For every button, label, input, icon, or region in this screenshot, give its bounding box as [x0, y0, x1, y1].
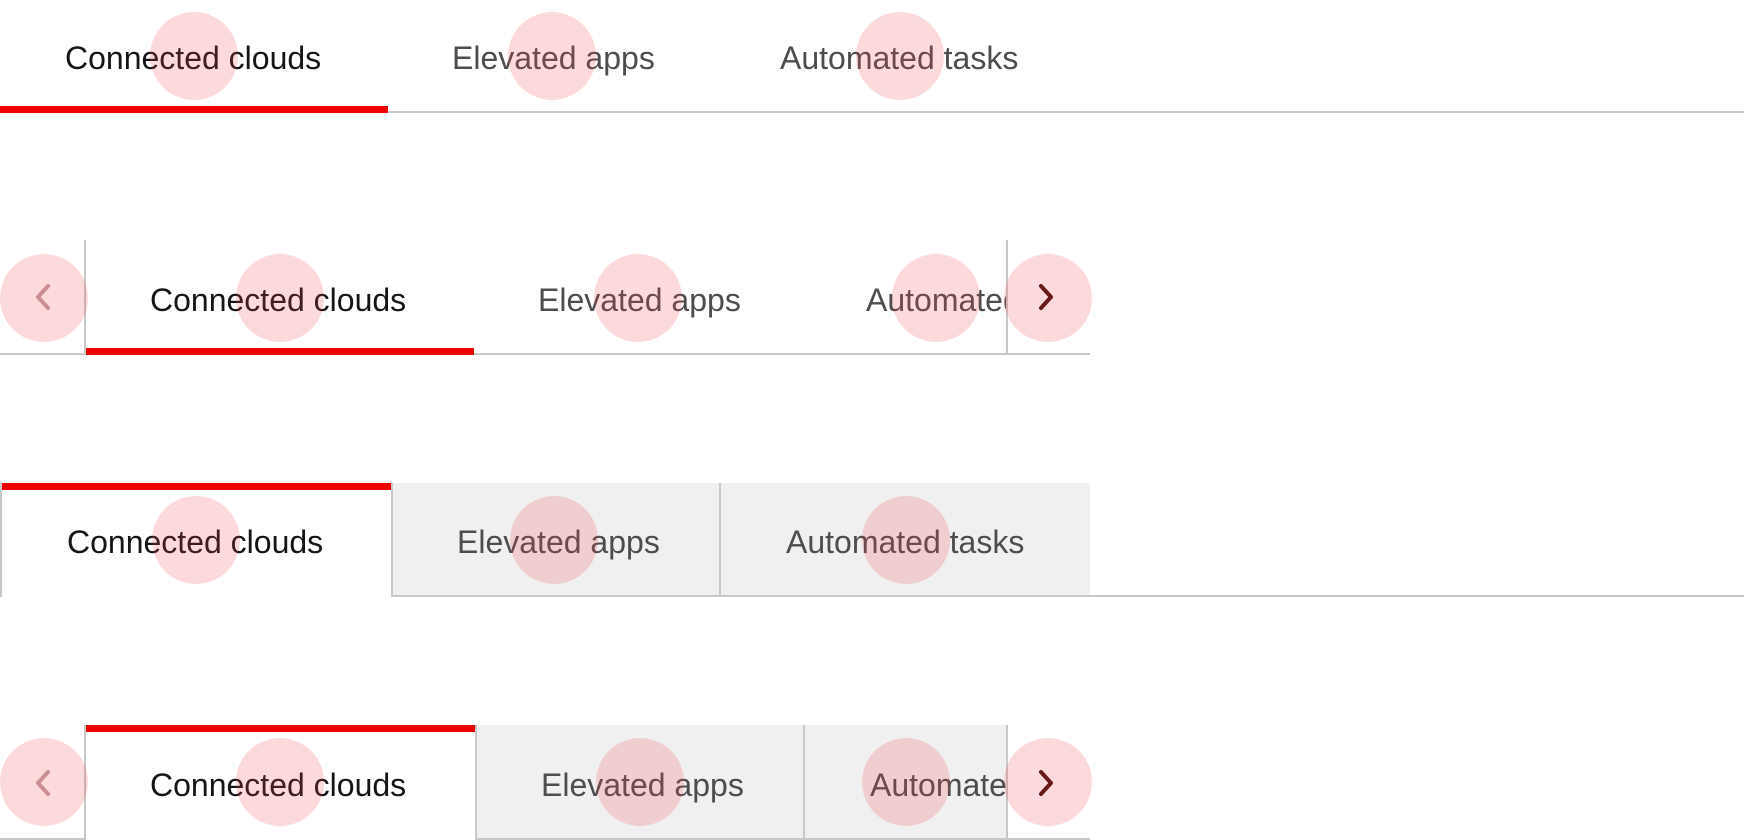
tabs-baseline: [475, 838, 1090, 840]
tab-connected-clouds[interactable]: Connected clouds: [0, 483, 391, 597]
tab-label: Automated tasks: [780, 40, 1019, 76]
tabs-viewport: Connected clouds Elevated apps Automated…: [86, 240, 1006, 355]
tab-automated-tasks[interactable]: Automated tasks: [721, 483, 1090, 597]
scroll-right-button[interactable]: [1008, 259, 1084, 335]
active-tab-indicator: [86, 348, 474, 355]
tab-label: Automated tasks: [866, 282, 1006, 318]
tabset-box: Connected clouds Elevated apps Automated…: [0, 483, 1744, 599]
tab-elevated-apps[interactable]: Elevated apps: [391, 483, 721, 597]
tab-label: Automated tasks: [786, 524, 1025, 560]
tab-label: Elevated apps: [538, 282, 741, 318]
tabset-default: Connected clouds Elevated apps Automated…: [0, 0, 1744, 115]
scroll-left-divider: [84, 240, 86, 355]
active-tab-indicator: [2, 483, 391, 490]
tab-automated-tasks[interactable]: Automated tasks: [718, 0, 1088, 112]
tab-connected-clouds[interactable]: Connected clouds: [86, 725, 475, 840]
scroll-right-divider: [1006, 725, 1008, 840]
tabset-default-scrollable: Connected clouds Elevated apps Automated…: [0, 240, 1090, 357]
chevron-left-icon: [36, 284, 50, 310]
tab-label: Elevated apps: [452, 40, 655, 76]
tab-elevated-apps[interactable]: Elevated apps: [475, 725, 805, 840]
scroll-left-button[interactable]: [5, 259, 81, 335]
scroll-left-button[interactable]: [5, 745, 81, 821]
tabs-baseline: [391, 595, 1744, 597]
tab-automated-tasks[interactable]: Automated tasks: [805, 725, 1006, 840]
chevron-left-icon: [36, 770, 50, 796]
scroll-left-divider: [84, 725, 86, 840]
tab-automated-tasks[interactable]: Automated tasks: [804, 240, 1006, 355]
tabs-baseline: [0, 838, 86, 840]
tab-label: Connected clouds: [150, 282, 407, 318]
tab-elevated-apps[interactable]: Elevated apps: [388, 0, 718, 112]
tabs-baseline: [0, 353, 1090, 355]
chevron-right-icon: [1039, 284, 1053, 310]
active-tab-indicator: [86, 725, 475, 732]
tabset-box-scrollable: Connected clouds Elevated apps Automated…: [0, 725, 1090, 840]
tab-label: Connected clouds: [150, 767, 407, 803]
scroll-right-button[interactable]: [1008, 745, 1084, 821]
tab-label: Elevated apps: [457, 524, 660, 560]
scroll-right-divider: [1006, 240, 1008, 355]
tab-connected-clouds[interactable]: Connected clouds: [86, 240, 474, 355]
active-tab-indicator: [0, 106, 388, 113]
chevron-right-icon: [1039, 770, 1053, 796]
tab-connected-clouds[interactable]: Connected clouds: [0, 0, 388, 112]
tab-label: Connected clouds: [67, 524, 324, 560]
tabs-viewport: Connected clouds Elevated apps Automated…: [86, 725, 1006, 840]
tab-label: Elevated apps: [541, 767, 744, 803]
tab-label: Automated tasks: [870, 767, 1006, 803]
tab-label: Connected clouds: [65, 40, 322, 76]
tab-elevated-apps[interactable]: Elevated apps: [474, 240, 804, 355]
tabs-baseline: [0, 111, 1744, 113]
